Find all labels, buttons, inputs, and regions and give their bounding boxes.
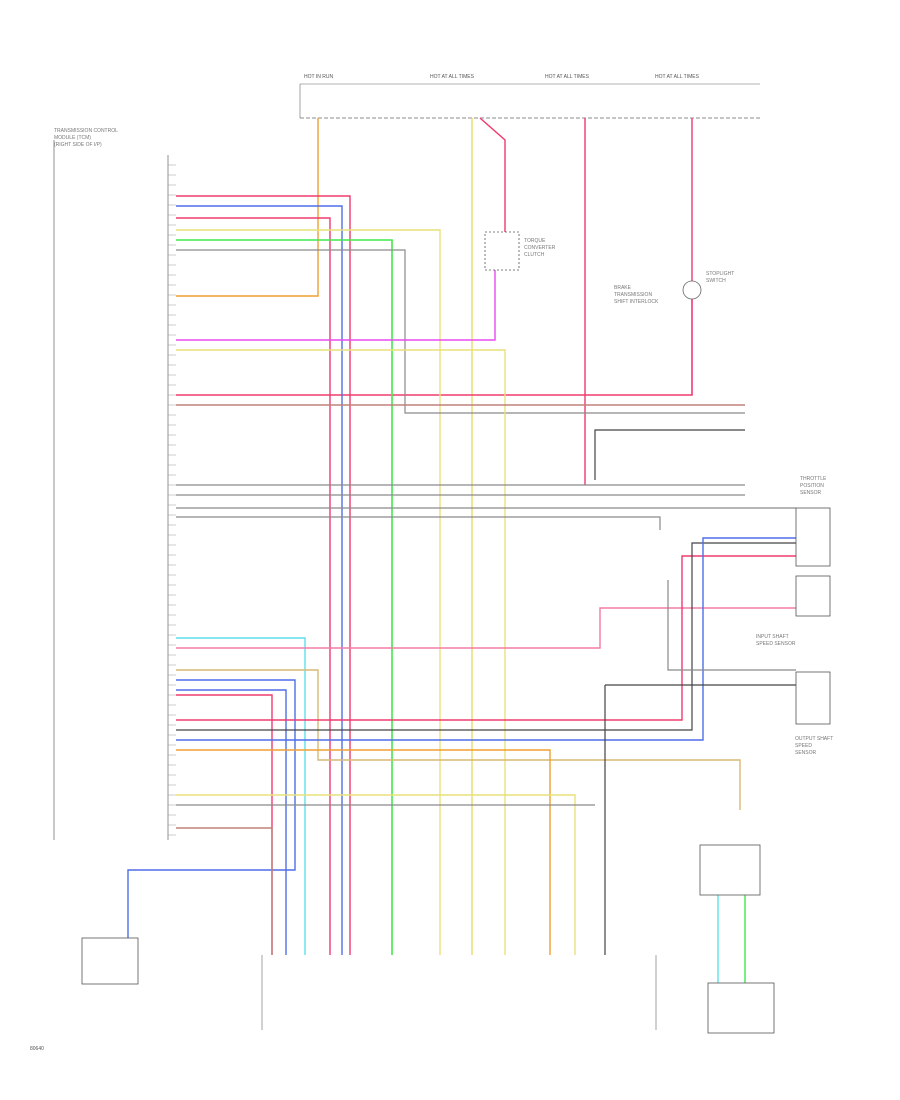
svg-text:OUTPUT SHAFT: OUTPUT SHAFT [795, 736, 833, 742]
wires [127, 117, 796, 983]
wire-green-1 [176, 239, 393, 955]
wire-red-1 [176, 195, 351, 955]
svg-text:(RIGHT SIDE OF I/P): (RIGHT SIDE OF I/P) [54, 142, 102, 148]
wire-orange [176, 118, 319, 297]
svg-text:MODULE (TCM): MODULE (TCM) [54, 135, 91, 141]
ground-sensor: BRAKE TRANSMISSION SHIFT INTERLOCK STOPL… [614, 271, 734, 305]
wire-gray-7 [667, 580, 796, 671]
wire-red-feed [479, 117, 506, 232]
wire-blue-3 [176, 689, 287, 955]
wire-red-stoplight [176, 299, 693, 396]
svg-text:CLUTCH: CLUTCH [524, 252, 545, 258]
svg-text:INPUT SHAFT: INPUT SHAFT [756, 634, 789, 640]
wire-red-4 [176, 555, 796, 721]
wire-red-3 [176, 694, 273, 955]
svg-text:CONVERTER: CONVERTER [524, 245, 556, 251]
pin-column [168, 164, 176, 836]
svg-text:HOT AT ALL TIMES: HOT AT ALL TIMES [430, 74, 475, 80]
svg-text:THROTTLE: THROTTLE [800, 476, 827, 482]
svg-text:SWITCH: SWITCH [706, 278, 726, 284]
wire-dark-1 [594, 429, 745, 480]
wire-gray-5 [176, 516, 661, 530]
svg-text:SENSOR: SENSOR [795, 750, 817, 756]
wire-yellow-1 [176, 229, 441, 955]
wire-blue-2 [127, 679, 296, 938]
wire-brown-2 [176, 827, 273, 955]
vehicle-speed-sensor [699, 844, 775, 1034]
tcm-module: TRANSMISSION CONTROL MODULE (TCM) (RIGHT… [53, 128, 169, 840]
wire-pink-1 [176, 607, 796, 649]
wire-blue-1 [176, 205, 343, 955]
wire-red-2 [176, 217, 331, 955]
svg-text:TORQUE: TORQUE [524, 238, 546, 244]
wire-tan-1 [176, 669, 741, 810]
bottom-separators [261, 955, 657, 1030]
svg-text:SHIFT INTERLOCK: SHIFT INTERLOCK [614, 299, 659, 305]
svg-text:HOT IN RUN: HOT IN RUN [304, 74, 333, 80]
wire-blue-4 [176, 537, 796, 741]
wire-orange-2 [176, 749, 551, 955]
svg-text:TRANSMISSION CONTROL: TRANSMISSION CONTROL [54, 128, 118, 134]
output-shaft-speed-sensor: OUTPUT SHAFT SPEED SENSOR [795, 736, 833, 756]
wire-gray-1 [176, 249, 745, 414]
fuse-panel: HOT IN RUN HOT AT ALL TIMES HOT AT ALL T… [299, 74, 760, 119]
wire-violet-1 [176, 270, 496, 341]
wire-dark-2 [176, 542, 796, 731]
wire-cyan-1 [176, 637, 306, 955]
svg-text:TRANSMISSION: TRANSMISSION [614, 292, 652, 298]
transmission-range-sensor [81, 937, 139, 985]
svg-text:HOT AT ALL TIMES: HOT AT ALL TIMES [655, 74, 700, 80]
input-shaft-speed-sensor: INPUT SHAFT SPEED SENSOR [756, 634, 831, 725]
svg-text:STOPLIGHT: STOPLIGHT [706, 271, 734, 277]
wire-yellow-3 [176, 794, 576, 955]
svg-text:SPEED: SPEED [795, 743, 812, 749]
svg-text:BRAKE: BRAKE [614, 285, 632, 291]
relay-component: TORQUE CONVERTER CLUTCH [484, 231, 556, 271]
svg-text:SPEED SENSOR: SPEED SENSOR [756, 641, 796, 647]
wire-yellow-2 [176, 349, 506, 955]
figure-code: 80640 [30, 1046, 44, 1052]
svg-text:POSITION: POSITION [800, 483, 824, 489]
svg-text:SENSOR: SENSOR [800, 490, 822, 496]
throttle-position-sensor: THROTTLE POSITION SENSOR [795, 476, 831, 617]
svg-text:HOT AT ALL TIMES: HOT AT ALL TIMES [545, 74, 590, 80]
